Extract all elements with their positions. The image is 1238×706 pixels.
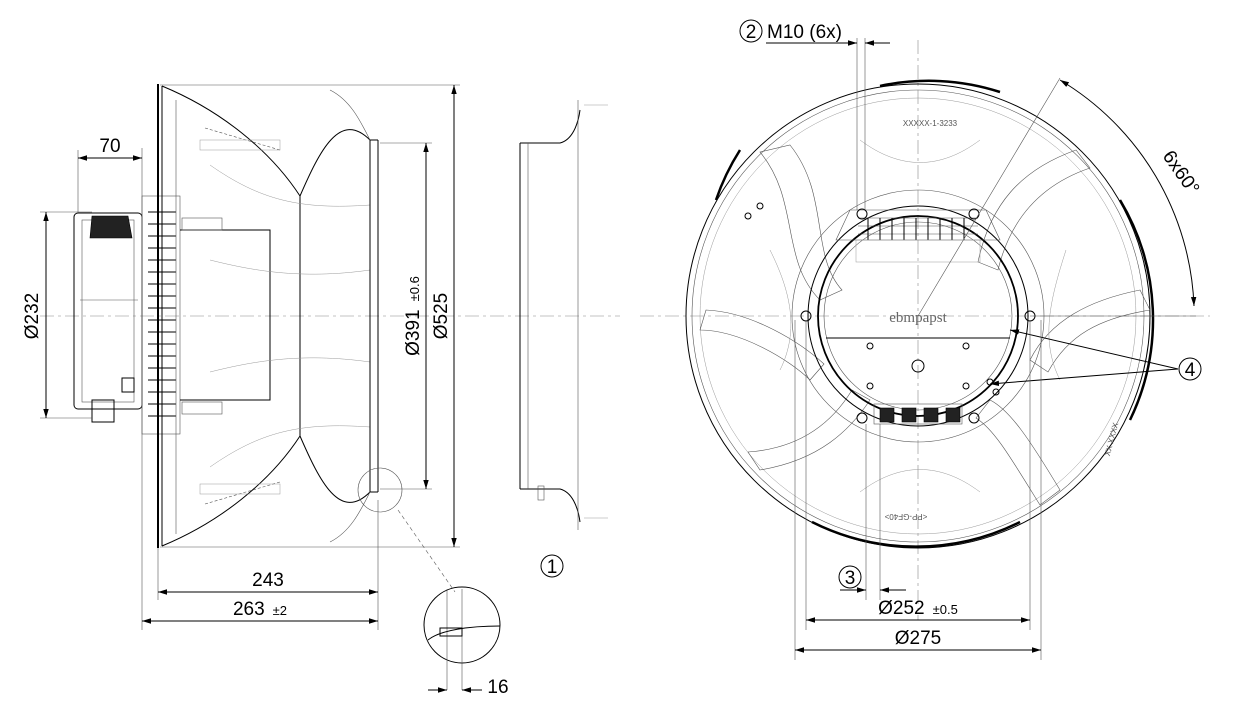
callout-2: 2 M10 (6x) — [739, 19, 890, 210]
cooling-fins — [141, 195, 181, 435]
dim-flange-diameter: Ø275 — [895, 628, 941, 649]
angle-dimension: 6x60° — [917, 77, 1203, 317]
dim-detail-16: 16 — [487, 677, 508, 698]
side-extension-lines — [40, 84, 460, 630]
dim-hub-depth: 70 — [99, 136, 120, 157]
angle-label: 6x60° — [1158, 147, 1203, 199]
dim-outer-diameter: Ø525 — [431, 293, 452, 339]
dim-bolt-circle-tolerance: ±0.5 — [933, 602, 958, 617]
callout-1: 1 — [540, 554, 564, 578]
dim-inner-diameter-value: Ø391 — [403, 309, 424, 355]
rim-mark-right: XX XXXX — [1103, 421, 1121, 457]
dim-length-263-value: 263 — [233, 599, 265, 620]
front-view: ebmpapst XXXXX-1-3233 XX XXXX <PP-GF40> … — [640, 19, 1210, 660]
callout-2-number: 2 — [746, 22, 757, 43]
callout-2-label: M10 (6x) — [767, 22, 842, 43]
motor-housing — [73, 212, 143, 423]
front-dimension-lines — [794, 320, 1042, 660]
part-code: XXXXX-1-3233 — [903, 119, 958, 128]
dim-length-243: 243 — [252, 570, 284, 591]
dim-bolt-circle: Ø252 ±0.5 — [878, 598, 958, 619]
dim-inner-diameter: Ø391 ±0.6 — [403, 276, 424, 356]
dim-bolt-circle-value: Ø252 — [878, 598, 924, 619]
brand-logo: ebmpapst — [889, 310, 947, 326]
impeller-profile — [157, 84, 403, 548]
dim-length-263-tolerance: ±2 — [273, 603, 287, 618]
dim-inner-diameter-tolerance: ±0.6 — [407, 276, 422, 301]
dim-length-263: 263 ±2 — [233, 599, 287, 620]
inlet-ring — [519, 100, 608, 530]
dim-motor-diameter: Ø232 — [22, 293, 43, 339]
detail-view: 16 — [423, 586, 509, 698]
side-dimension-lines — [43, 85, 457, 624]
rim-mark-bottom: <PP-GF40> — [884, 512, 927, 521]
side-view: 70 Ø232 Ø391 ±0.6 Ø525 243 263 ±2 16 — [22, 84, 620, 698]
callout-4-label: 4 — [1185, 360, 1196, 381]
callout-3-label: 3 — [845, 568, 856, 589]
callout-1-label: 1 — [547, 557, 558, 578]
callout-3: 3 — [838, 565, 862, 589]
callout-4: 4 — [989, 329, 1202, 386]
